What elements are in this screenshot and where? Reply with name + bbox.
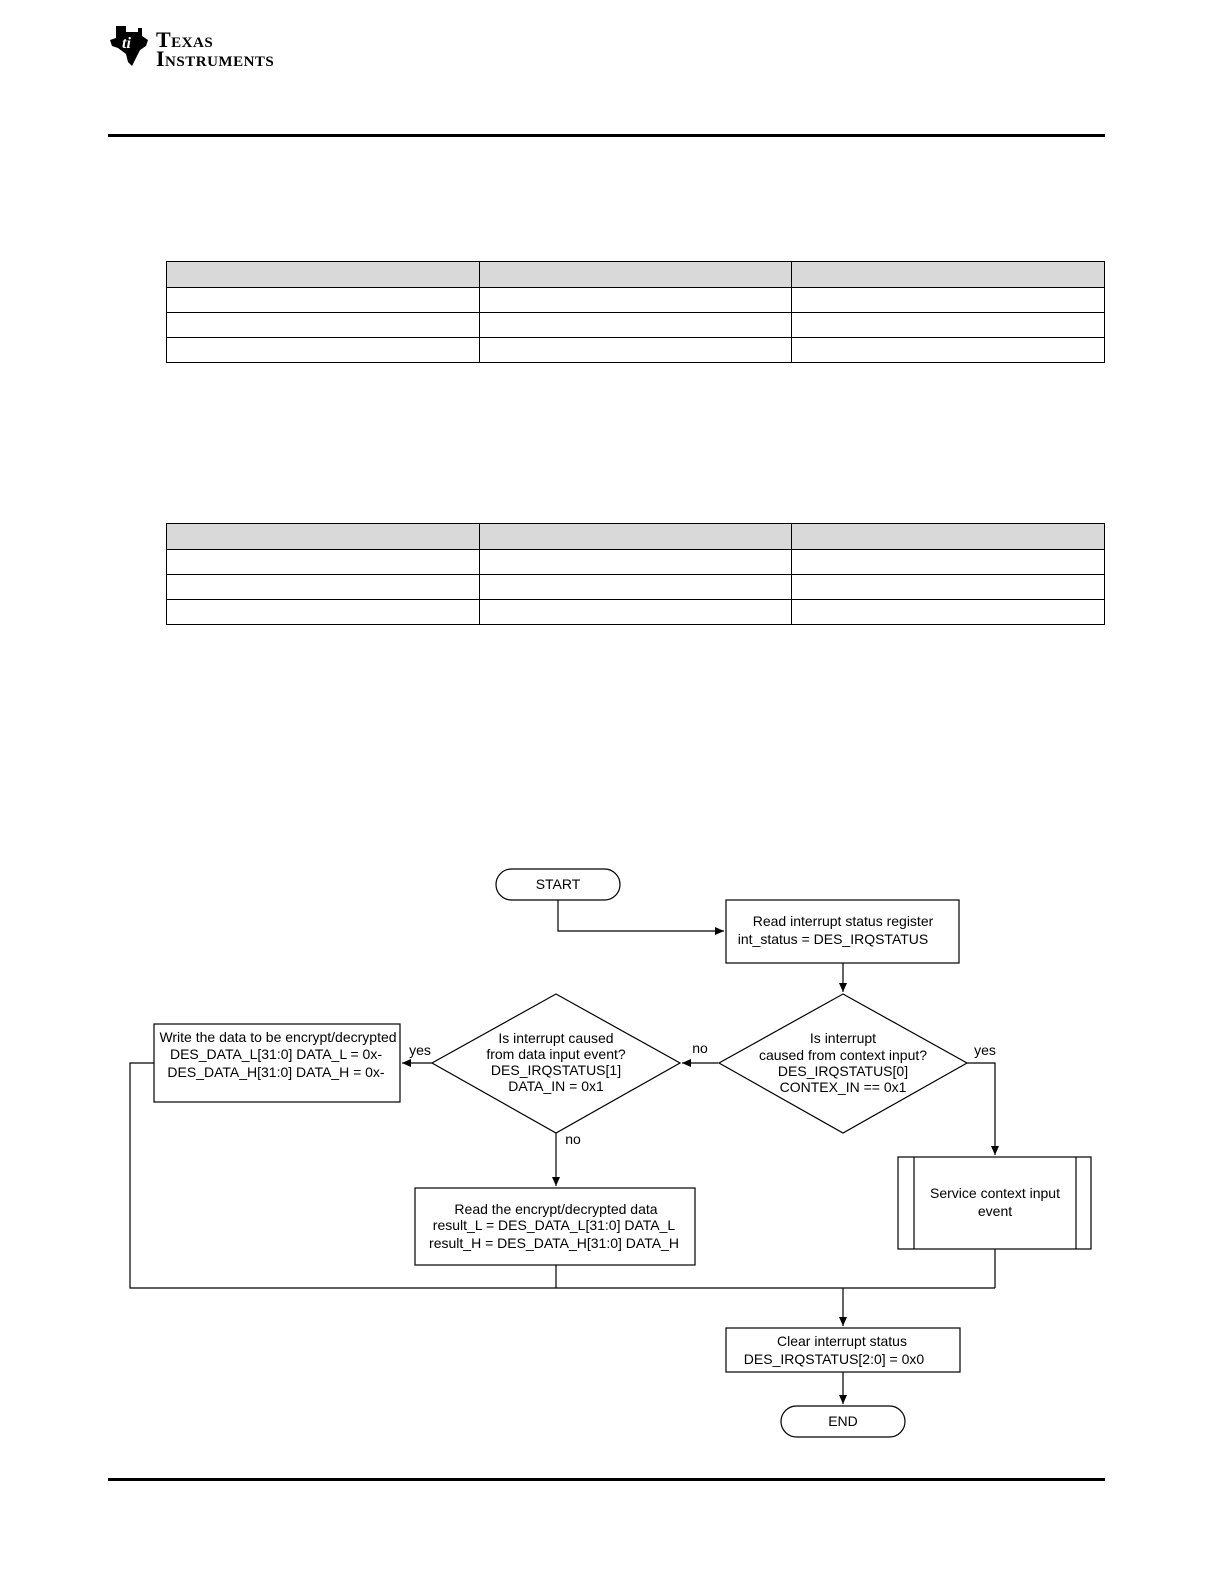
- table-header-row: [166, 523, 1105, 550]
- context-no-label: no: [692, 1040, 708, 1056]
- table-cell: [166, 287, 480, 313]
- table-cell: [478, 549, 793, 575]
- data-decision-line-4: DATA_IN = 0x1: [508, 1078, 604, 1094]
- context-yes-label: yes: [974, 1042, 996, 1058]
- table-cell: [166, 523, 480, 550]
- table-cell: [166, 574, 480, 600]
- header-rule: [108, 134, 1105, 137]
- data-no-label: no: [565, 1131, 581, 1147]
- write-data-line-3: DES_DATA_H[31:0] DATA_H = 0x-: [167, 1064, 385, 1080]
- end-terminator: [780, 1405, 906, 1438]
- svg-text:ti: ti: [122, 35, 131, 52]
- data-input-decision: [430, 993, 682, 1134]
- read-data-box: [414, 1187, 696, 1266]
- connector-context-yes: [967, 1062, 999, 1155]
- table-cell: [791, 261, 1105, 288]
- table-header-row: [166, 261, 1105, 288]
- table-cell: [166, 599, 480, 625]
- read-status-line-2: int_status = DES_IRQSTATUS: [738, 931, 929, 947]
- data-decision-line-3: DES_IRQSTATUS[1]: [491, 1062, 621, 1078]
- table-row: [166, 337, 1105, 363]
- read-data-line-3: result_H = DES_DATA_H[31:0] DATA_H: [429, 1235, 679, 1251]
- write-data-box: [153, 1023, 401, 1103]
- table-row: [166, 287, 1105, 313]
- table-cell: [791, 337, 1105, 363]
- clear-status-box: [725, 1327, 961, 1373]
- context-input-decision: [717, 993, 969, 1134]
- table-cell: [166, 337, 480, 363]
- table-1: [166, 261, 1105, 363]
- table-cell: [791, 599, 1105, 625]
- service-context-line-2: event: [978, 1203, 1012, 1219]
- table-row: [166, 574, 1105, 600]
- write-data-line-2: DES_DATA_L[31:0] DATA_L = 0x-: [170, 1046, 382, 1062]
- logo-line-2: Instruments: [156, 46, 275, 71]
- footer-rule: [108, 1478, 1105, 1481]
- context-decision-line-2: caused from context input?: [759, 1047, 927, 1063]
- read-data-line-1: Read the encrypt/decrypted data: [454, 1201, 657, 1217]
- start-terminator: [495, 868, 621, 901]
- clear-status-line-1: Clear interrupt status: [777, 1333, 907, 1349]
- write-data-line-1: Write the data to be encrypt/decrypted: [159, 1029, 396, 1045]
- start-label: START: [536, 876, 581, 892]
- read-status-line-1: Read interrupt status register: [753, 913, 934, 929]
- read-data-line-2: result_L = DES_DATA_L[31:0] DATA_L: [433, 1217, 676, 1233]
- ti-logo-text: Texas Instruments: [156, 27, 275, 71]
- read-status-box: [725, 899, 960, 964]
- table-cell: [791, 523, 1105, 550]
- table-cell: [478, 337, 793, 363]
- connector-merge-line: [129, 1062, 995, 1289]
- texas-state-icon: ti: [110, 26, 148, 66]
- end-label: END: [828, 1413, 858, 1429]
- context-decision-line-1: Is interrupt: [810, 1030, 876, 1046]
- data-decision-line-1: Is interrupt caused: [498, 1030, 613, 1046]
- service-context-box: [897, 1156, 1092, 1250]
- table-row: [166, 599, 1105, 625]
- table-cell: [478, 599, 793, 625]
- data-decision-line-2: from data input event?: [486, 1046, 626, 1062]
- table-cell: [478, 261, 793, 288]
- context-decision-line-4: CONTEX_IN == 0x1: [780, 1079, 907, 1095]
- service-context-line-1: Service context input: [930, 1185, 1060, 1201]
- logo-line-1: Texas: [156, 27, 214, 52]
- context-decision-line-3: DES_IRQSTATUS[0]: [778, 1063, 908, 1079]
- clear-status-line-2: DES_IRQSTATUS[2:0] = 0x0: [744, 1351, 925, 1367]
- table-cell: [166, 261, 480, 288]
- connector-start-to-read: [557, 899, 724, 935]
- table-row: [166, 549, 1105, 575]
- table-2: [166, 523, 1105, 625]
- data-yes-label: yes: [409, 1042, 431, 1058]
